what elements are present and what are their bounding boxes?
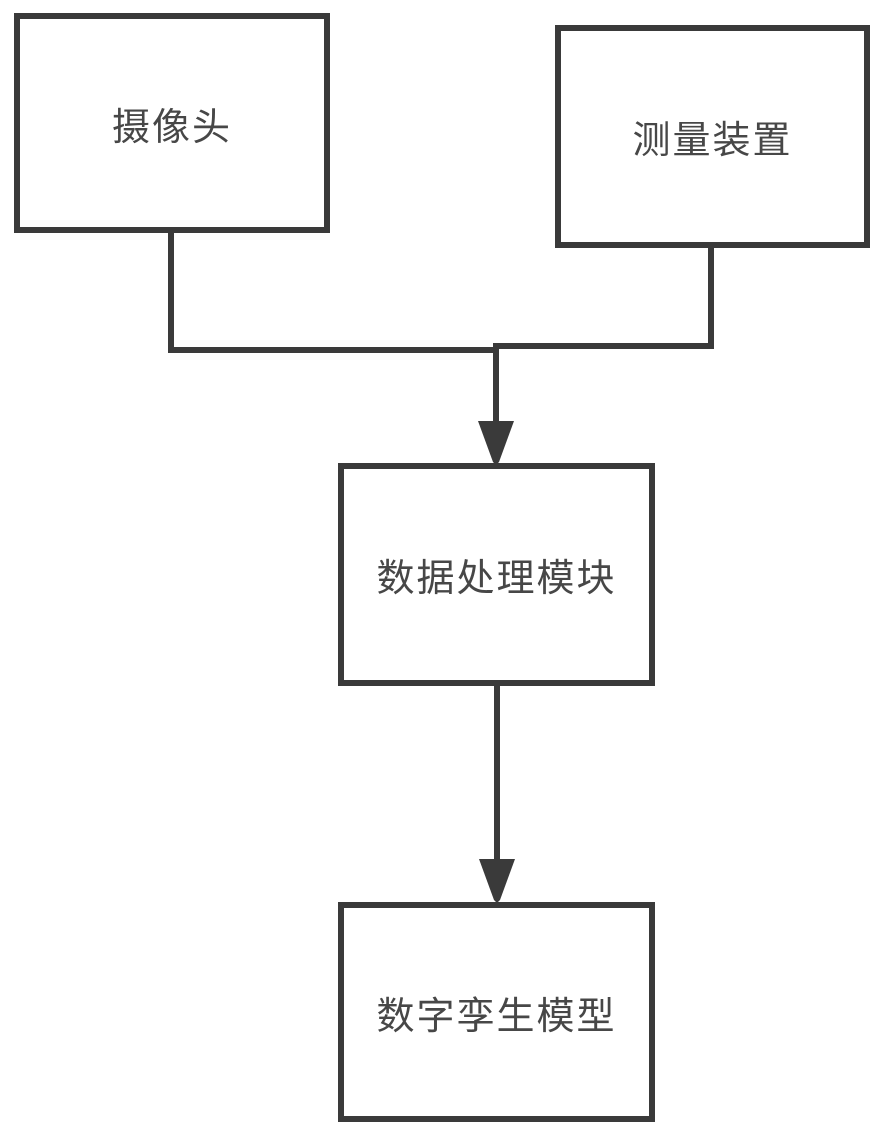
edge-camera-to-processing	[168, 233, 499, 353]
node-digital-twin-model-label: 数字孪生模型	[376, 995, 617, 1038]
edge-measuring-to-processing	[493, 248, 714, 349]
node-measuring-device-label: 测量装置	[632, 120, 793, 162]
arrowhead-into-processing	[478, 421, 514, 465]
node-measuring-device: 测量装置	[555, 25, 870, 248]
node-data-processing-module: 数据处理模块	[338, 463, 655, 686]
arrowhead-into-twin	[479, 859, 515, 903]
node-digital-twin-model: 数字孪生模型	[338, 902, 655, 1122]
node-camera: 摄像头	[14, 13, 330, 233]
node-data-processing-module-label: 数据处理模块	[376, 558, 617, 600]
node-camera-label: 摄像头	[111, 106, 232, 149]
